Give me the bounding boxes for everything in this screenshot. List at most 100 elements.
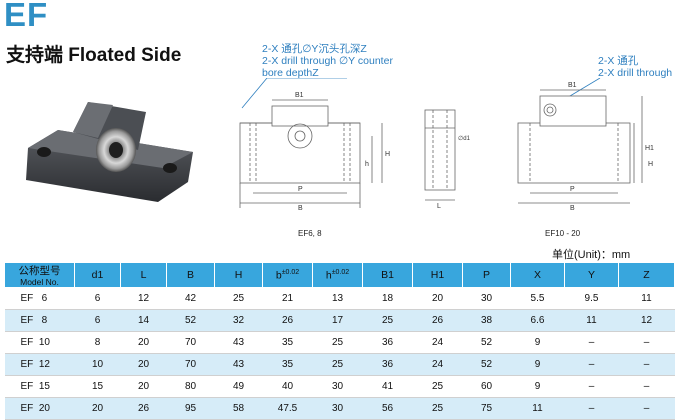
- subtitle-en: Floated Side: [68, 45, 182, 66]
- table-cell: 26: [412, 309, 463, 332]
- model-cell: EF 10: [4, 331, 75, 354]
- table-cell: 52: [462, 353, 511, 376]
- header-tolerance: ±0.02: [281, 268, 300, 276]
- col-header-b: B: [166, 262, 215, 288]
- drawing-ef10-20: B1 B P H1 H: [517, 78, 654, 212]
- note-line: 2-X drill through: [598, 67, 673, 79]
- table-cell: –: [618, 353, 675, 376]
- spec-table: 公称型号 Model No. d1 L B H b±0.02 h±0.02 B1…: [4, 262, 675, 420]
- table-cell: 52: [462, 331, 511, 354]
- table-cell: 12: [120, 287, 167, 310]
- table-cell: 11: [618, 287, 675, 310]
- table-cell: 70: [166, 331, 215, 354]
- col-header-y: Y: [564, 262, 619, 288]
- table-cell: 95: [166, 397, 215, 420]
- table-cell: 6: [74, 287, 121, 310]
- table-header-row: 公称型号 Model No. d1 L B H b±0.02 h±0.02 B1…: [4, 262, 675, 288]
- table-cell: 18: [362, 287, 413, 310]
- table-cell: 21: [262, 287, 313, 310]
- table-cell: 8: [74, 331, 121, 354]
- label-h1: H1: [645, 145, 654, 152]
- table-cell: 25: [312, 331, 363, 354]
- table-cell: 9: [510, 375, 565, 398]
- col-header-z: Z: [618, 262, 675, 288]
- drawing-ef6-8-front: B1 B P H h: [239, 78, 390, 212]
- table-cell: 30: [312, 397, 363, 420]
- table-cell: 15: [74, 375, 121, 398]
- table-cell: 10: [74, 353, 121, 376]
- product-subtitle: 支持端 Floated Side: [6, 40, 181, 67]
- note-line: 2-X drill through ∅Y counter: [262, 55, 393, 67]
- table-cell: 9: [510, 331, 565, 354]
- table-cell: 30: [462, 287, 511, 310]
- table-cell: 11: [510, 397, 565, 420]
- header-main: b: [275, 269, 282, 282]
- product-code: EF: [4, 0, 49, 33]
- table-cell: 12: [618, 309, 675, 332]
- note-line: bore depthZ: [262, 67, 319, 79]
- label-h: H: [385, 151, 390, 158]
- table-cell: 14: [120, 309, 167, 332]
- label-h: H: [648, 161, 653, 168]
- note-line: 2-X 通孔: [598, 55, 639, 67]
- table-cell: –: [618, 331, 675, 354]
- label-b1: B1: [295, 92, 304, 99]
- table-cell: 25: [412, 397, 463, 420]
- table-cell: 80: [166, 375, 215, 398]
- table-cell: 43: [214, 331, 263, 354]
- table-cell: –: [618, 397, 675, 420]
- col-header-x: X: [510, 262, 565, 288]
- subtitle-cn: 支持端: [6, 45, 64, 66]
- caption-ef10-20: EF10 - 20: [545, 229, 581, 238]
- table-cell: 17: [312, 309, 363, 332]
- note-ef6-8: 2-X 通孔∅Y沉头孔深Z 2-X drill through ∅Y count…: [262, 43, 393, 79]
- drawing-ef6-8-side: L ∅d1: [424, 109, 471, 210]
- table-cell: 47.5: [262, 397, 313, 420]
- table-cell: 26: [262, 309, 313, 332]
- table-cell: 38: [462, 309, 511, 332]
- col-header-h: H: [214, 262, 263, 288]
- table-cell: 13: [312, 287, 363, 310]
- table-cell: –: [564, 397, 619, 420]
- table-cell: 43: [214, 353, 263, 376]
- table-cell: –: [564, 331, 619, 354]
- caption-ef6-8: EF6, 8: [298, 229, 322, 238]
- table-cell: 58: [214, 397, 263, 420]
- table-cell: 24: [412, 353, 463, 376]
- table-cell: 9: [510, 353, 565, 376]
- table-cell: 25: [312, 353, 363, 376]
- table-cell: 25: [362, 309, 413, 332]
- table-cell: 25: [214, 287, 263, 310]
- label-b: B: [298, 205, 303, 212]
- table-cell: 30: [312, 375, 363, 398]
- col-header-model: 公称型号 Model No.: [4, 262, 75, 288]
- col-header-p: P: [462, 262, 511, 288]
- table-cell: 20: [120, 331, 167, 354]
- model-cell: EF 6: [4, 287, 75, 310]
- table-cell: 20: [120, 353, 167, 376]
- col-header-b1: B1: [362, 262, 413, 288]
- table-cell: 52: [166, 309, 215, 332]
- header-main: h: [325, 269, 332, 282]
- table-cell: 56: [362, 397, 413, 420]
- table-cell: 25: [412, 375, 463, 398]
- table-cell: 6.6: [510, 309, 565, 332]
- table-cell: 5.5: [510, 287, 565, 310]
- table-cell: 36: [362, 331, 413, 354]
- table-cell: 20: [412, 287, 463, 310]
- label-b: B: [570, 205, 575, 212]
- table-cell: 32: [214, 309, 263, 332]
- col-header-l: L: [120, 262, 167, 288]
- table-cell: 20: [74, 397, 121, 420]
- table-cell: 24: [412, 331, 463, 354]
- model-cell: EF 20: [4, 397, 75, 420]
- table-cell: 20: [120, 375, 167, 398]
- table-cell: 36: [362, 353, 413, 376]
- model-cell: EF 12: [4, 353, 75, 376]
- table-cell: 35: [262, 331, 313, 354]
- col-header-h1: H1: [412, 262, 463, 288]
